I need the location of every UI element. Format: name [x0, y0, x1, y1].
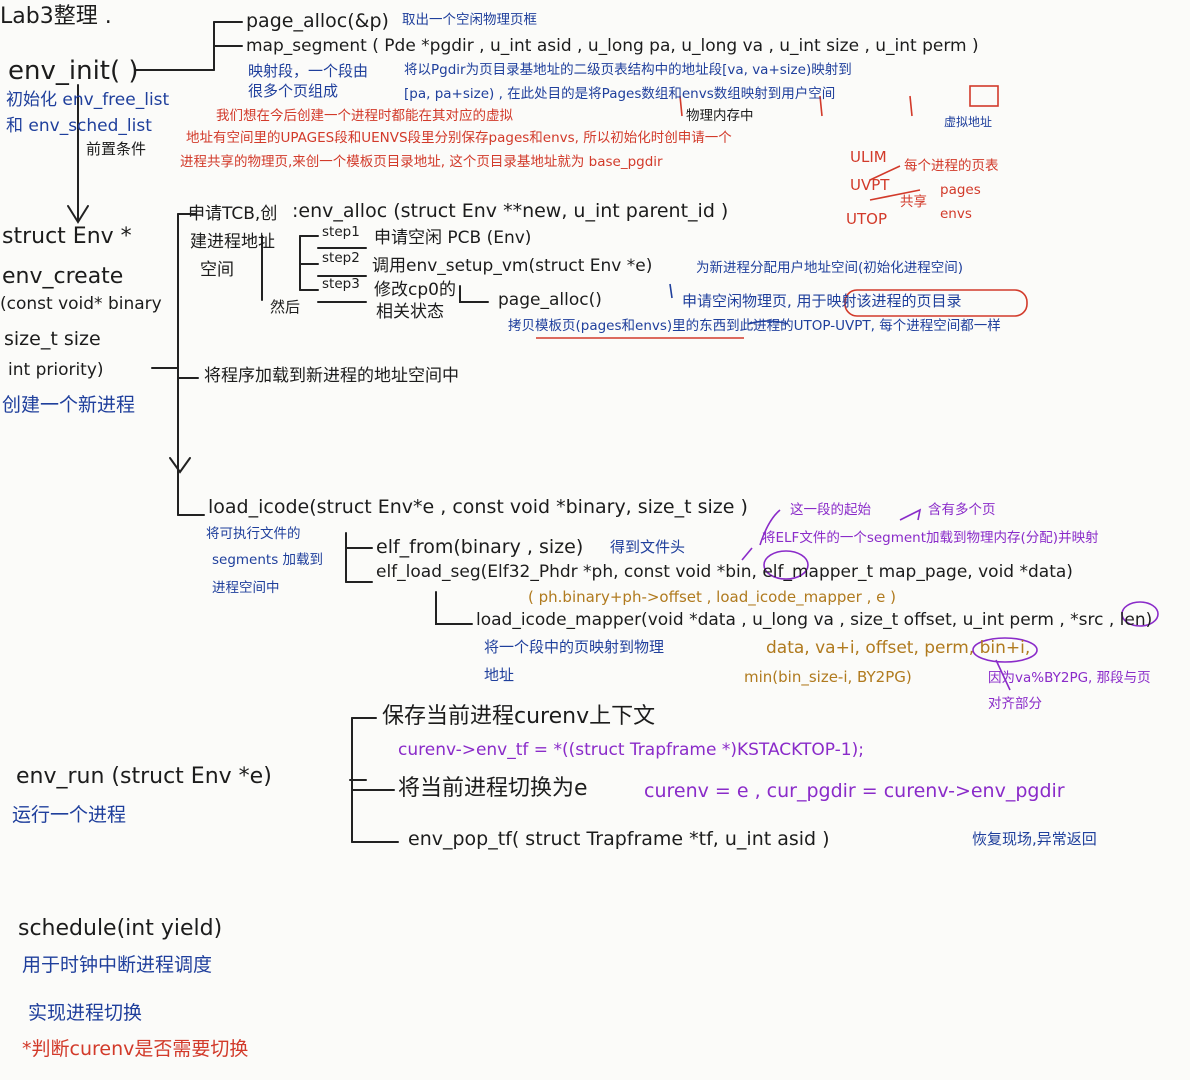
load-icode-mapper-call: load_icode_mapper(void *data , u_long va…	[476, 610, 1153, 630]
env-alloc-pre-2: 建进程地址	[190, 232, 275, 252]
env-run-desc: 运行一个进程	[12, 804, 127, 826]
step-3-text: 修改cp0的	[374, 280, 456, 300]
mapper-note-2: 地址	[484, 666, 515, 684]
schedule-desc-1: 用于时钟中断进程调度	[22, 954, 213, 976]
step-1-text: 申请空闲 PCB (Env)	[374, 228, 532, 248]
page-alloc-call: page_alloc(&p)	[246, 10, 389, 32]
env-run-step-1-code: curenv->env_tf = *((struct Trapframe *)K…	[398, 740, 864, 760]
env-run-step-2: 将当前进程切换为e	[398, 776, 588, 801]
mapper-args: data, va+i, offset, perm, bin+i,	[766, 638, 1031, 658]
ulim-note: 每个进程的页表	[904, 158, 999, 174]
env-alloc-call: :env_alloc (struct Env **new, u_int pare…	[292, 200, 729, 222]
schedule-desc-3: *判断curenv是否需要切换	[22, 1038, 249, 1060]
offset-note-2: 对齐部分	[988, 696, 1042, 712]
map-segment-note-4: [pa, pa+size) , 在此处目的是将Pages数组和envs数组映射到…	[404, 86, 836, 102]
segment-pages-note: 含有多个页	[928, 502, 996, 518]
elf-load-seg-args: ( ph.binary+ph->offset , load_icode_mapp…	[528, 588, 896, 606]
map-segment-note-1: 映射段，一个段由	[248, 62, 369, 80]
elf-from-call: elf_from(binary , size)	[376, 536, 584, 558]
map-segment-note-3: 将以Pgdir为页目录基地址的二级页表结构中的地址段[va, va+size)映…	[404, 62, 852, 78]
env-init-desc-3: 前置条件	[86, 140, 147, 158]
env-alloc-pre-1: 申请TCB,创	[188, 204, 278, 224]
step-1-label: step1	[322, 224, 360, 240]
env-pop-tf-note: 恢复现场,异常返回	[972, 830, 1097, 848]
step-2-note: 为新进程分配用户地址空间(初始化进程空间)	[696, 260, 964, 276]
load-icode-desc-2: segments 加载到	[212, 552, 324, 568]
then-label: 然后	[270, 298, 301, 316]
segment-start-note: 这一段的起始	[790, 502, 871, 518]
map-segment-call: map_segment ( Pde *pgdir , u_int asid , …	[246, 36, 979, 56]
schedule-call: schedule(int yield)	[18, 916, 223, 941]
env-create-line-4: size_t size	[4, 328, 101, 350]
load-icode-desc-1: 将可执行文件的	[206, 526, 301, 542]
map-segment-note-2: 很多个页组成	[248, 82, 339, 100]
red-note-3: 进程共享的物理页,来创一个模板页目录地址, 这个页目录基地址就为 base_pg…	[180, 154, 663, 170]
env-init-desc-2: 和 env_sched_list	[6, 116, 152, 136]
env-run-step-1: 保存当前进程curenv上下文	[382, 704, 656, 729]
page-alloc-1-call: page_alloc()	[498, 290, 602, 310]
red-note-2: 地址有空间里的UPAGES段和UENVS段里分别保存pages和envs, 所以…	[186, 130, 732, 146]
ulim-label: ULIM	[850, 148, 887, 166]
env-create-desc: 创建一个新进程	[2, 394, 136, 416]
step-2-label: step2	[322, 250, 360, 266]
page-title: Lab3整理 .	[0, 4, 112, 29]
map-segment-note-6: 虚拟地址	[944, 115, 993, 129]
envs-label: envs	[940, 206, 972, 222]
load-icode-desc-3: 进程空间中	[212, 580, 280, 596]
env-init-desc-1: 初始化 env_free_list	[6, 90, 170, 110]
red-note-1: 我们想在今后创建一个进程时都能在其对应的虚拟	[216, 108, 513, 124]
env-create-line-1: struct Env *	[2, 224, 132, 249]
step-3-label: step3	[322, 276, 360, 292]
mapper-min-arg: min(bin_size-i, BY2PG)	[744, 668, 912, 686]
page-alloc-note: 取出一个空闲物理页框	[402, 12, 537, 28]
offset-note-1: 因为va%BY2PG, 那段与页	[988, 670, 1151, 686]
copy-template-note: 拷贝模板页(pages和envs)里的东西到此进程的UTOP-UVPT, 每个进…	[508, 318, 1001, 334]
env-alloc-pre-3: 空间	[200, 260, 234, 280]
env-create-line-2: env_create	[2, 264, 124, 289]
uvpt-label: UVPT	[850, 176, 890, 194]
env-run-call: env_run (struct Env *e)	[16, 764, 272, 789]
schedule-desc-2: 实现进程切换	[28, 1002, 143, 1024]
elf-load-seg-call: elf_load_seg(Elf32_Phdr *ph, const void …	[376, 562, 1073, 582]
env-pop-tf-call: env_pop_tf( struct Trapframe *tf, u_int …	[408, 828, 830, 850]
load-icode-call: load_icode(struct Env*e , const void *bi…	[208, 496, 748, 518]
load-program-note: 将程序加载到新进程的地址空间中	[204, 366, 459, 386]
page-alloc-1-note: 申请空闲物理页, 用于映射该进程的页目录	[682, 292, 962, 310]
utop-label: UTOP	[846, 210, 887, 228]
pages-label: pages	[940, 182, 981, 198]
env-run-step-2-code: curenv = e , cur_pgdir = curenv->env_pgd…	[644, 780, 1065, 802]
env-create-line-3: (const void* binary	[0, 294, 162, 314]
share-label: 共享	[900, 194, 927, 210]
env-init-label: env_init( )	[8, 56, 139, 86]
map-segment-note-5: 物理内存中	[686, 108, 754, 124]
step-3-text-2: 相关状态	[376, 302, 444, 322]
step-2-text: 调用env_setup_vm(struct Env *e)	[372, 256, 653, 276]
env-create-line-5: int priority)	[8, 360, 104, 380]
mapper-note-1: 将一个段中的页映射到物理	[484, 638, 665, 656]
elf-load-seg-note: 将ELF文件的一个segment加载到物理内存(分配)并映射	[762, 530, 1099, 546]
elf-from-note: 得到文件头	[610, 538, 686, 556]
